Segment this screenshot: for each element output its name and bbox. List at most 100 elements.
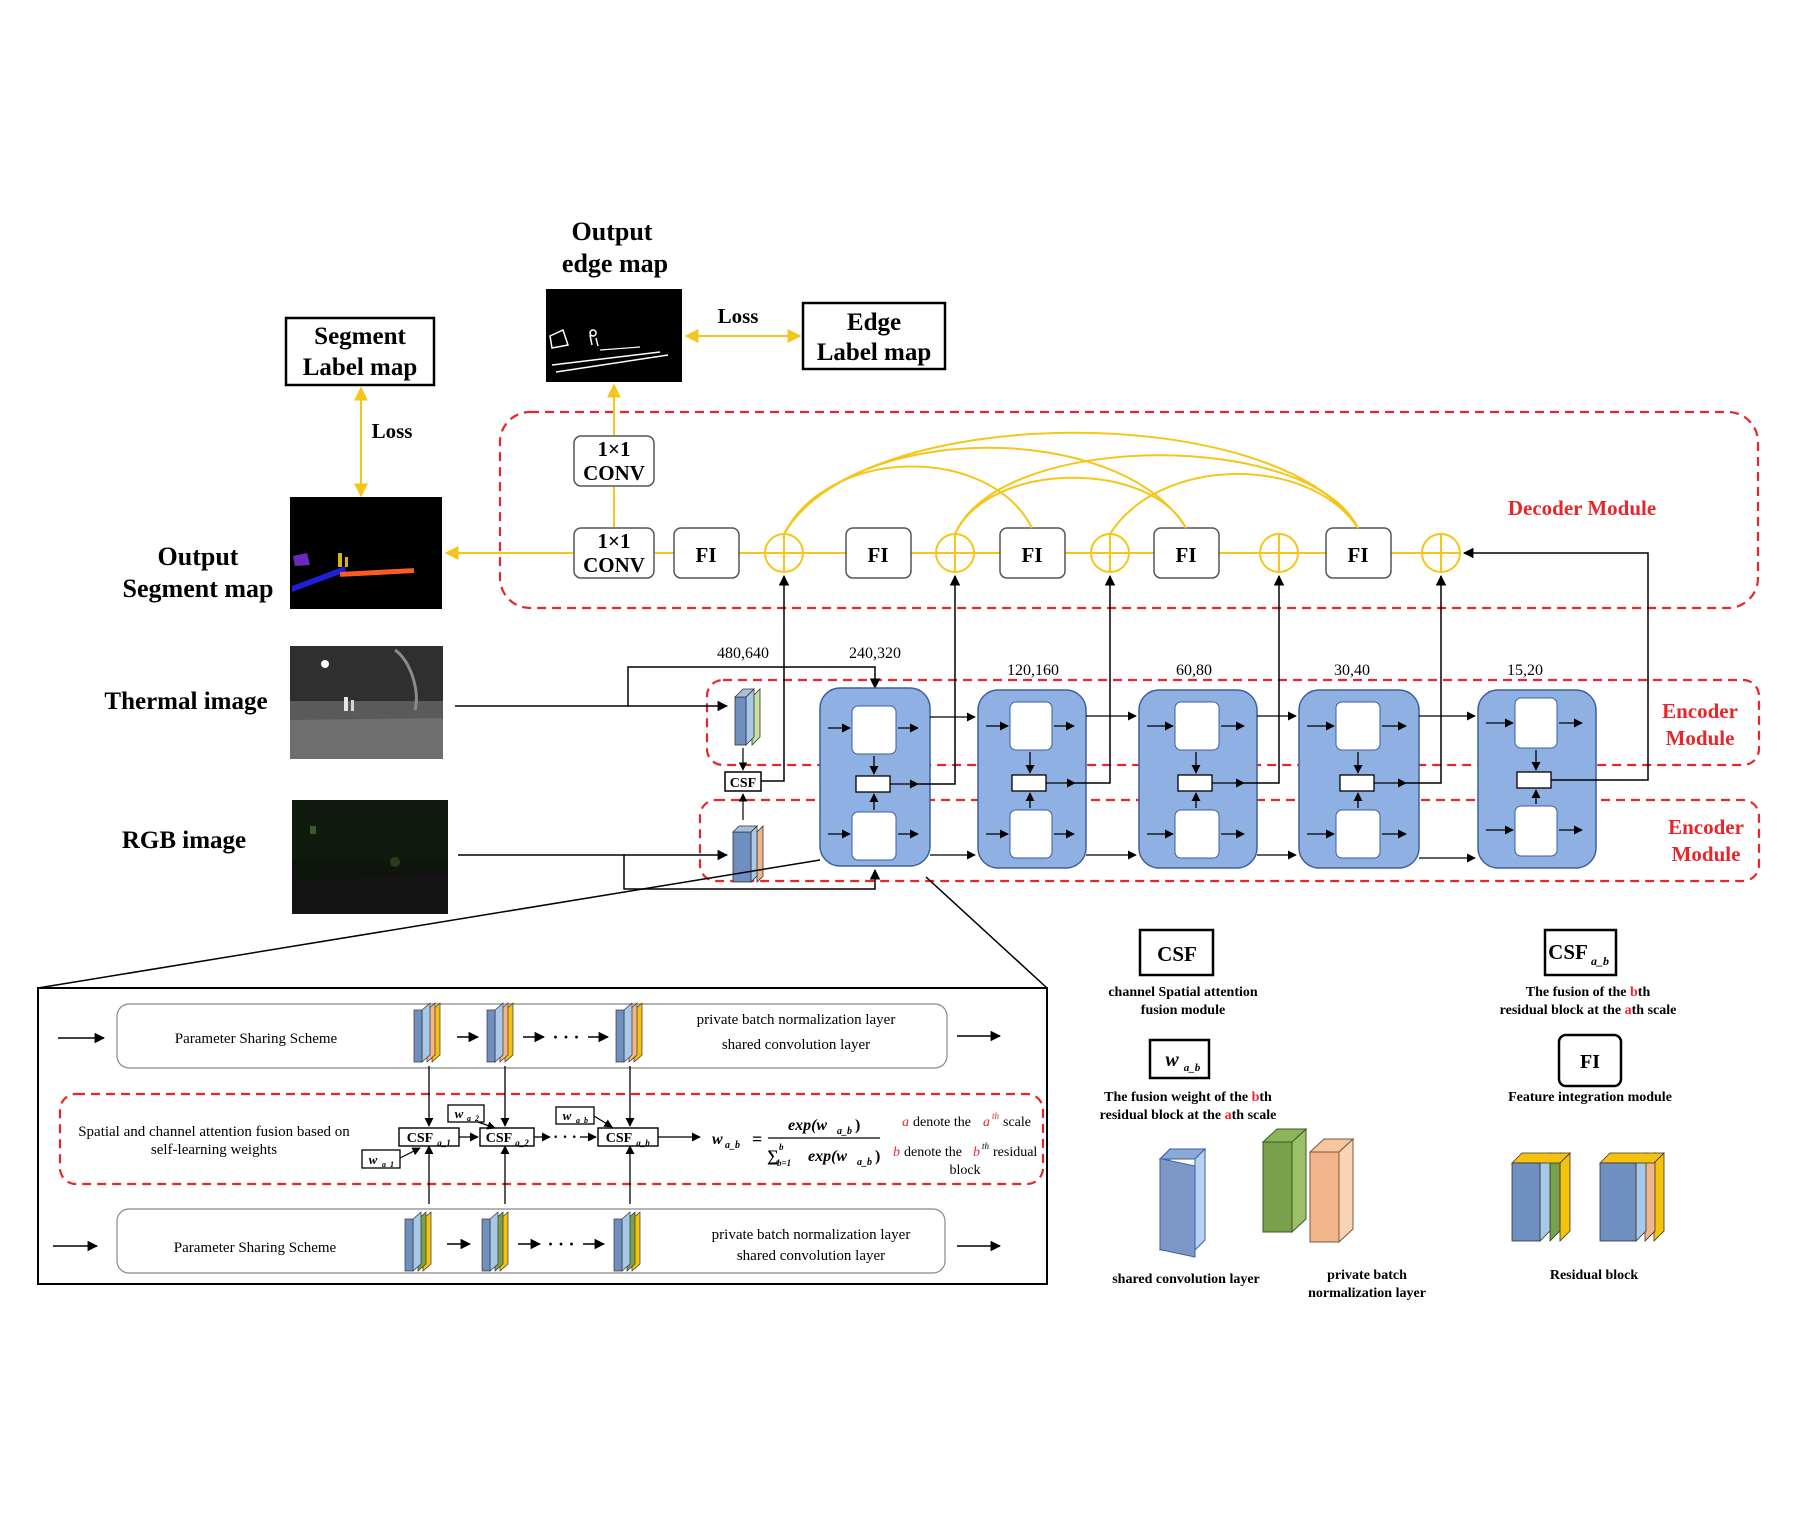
note-a: a denote the a th scale xyxy=(902,1111,1031,1130)
svg-text:a_b: a_b xyxy=(636,1138,650,1148)
rgb-encoder-title-2: Module xyxy=(1672,842,1741,866)
svg-text:w: w xyxy=(369,1152,378,1167)
note-a-text: denote the xyxy=(913,1115,971,1130)
w-box-a2: w a_2 xyxy=(447,1104,485,1123)
output-edge-title-2: edge map xyxy=(562,249,668,278)
csf-box-a1: CSF a_1 xyxy=(398,1127,460,1148)
scale-label-4: 60,80 xyxy=(1176,662,1212,679)
decoder-module-title: Decoder Module xyxy=(1508,496,1656,520)
note-a-var-2: a xyxy=(983,1115,990,1130)
rgb-skip-line xyxy=(458,854,881,890)
svg-text:CSF: CSF xyxy=(606,1131,632,1146)
thermal-stem-stack xyxy=(734,688,761,746)
edge-loss-label: Loss xyxy=(718,304,759,328)
legend-wab-desc-2: residual block at the ath scale xyxy=(1100,1108,1277,1123)
fusion-vertical-arrows xyxy=(424,1066,635,1204)
svg-text:FI: FI xyxy=(1580,1051,1600,1073)
legend-fi-desc: Feature integration module xyxy=(1508,1090,1672,1105)
note-b-var-2: b xyxy=(973,1145,980,1160)
pss-top-label: Parameter Sharing Scheme xyxy=(175,1031,338,1047)
thermal-encoder-title-2: Module xyxy=(1666,726,1735,750)
scale-label-5: 30,40 xyxy=(1334,662,1370,679)
rgb-encoder-title-1: Encoder xyxy=(1668,815,1744,839)
edge-label-line-2: Label map xyxy=(817,339,932,366)
conv-lower-line-2: CONV xyxy=(583,553,645,577)
conv-upper-line-2: CONV xyxy=(583,461,645,485)
output-segment-title-2: Segment map xyxy=(123,574,274,603)
scale-label-3: 120,160 xyxy=(1007,662,1059,679)
formula-denominator: exp(w xyxy=(808,1148,847,1165)
svg-text:FI: FI xyxy=(1022,543,1043,567)
svg-text:w: w xyxy=(1165,1049,1179,1071)
note-b-sup: th xyxy=(982,1141,990,1151)
csf-box-ab: CSF a_b xyxy=(597,1127,659,1148)
note-b: b denote the b th residual block xyxy=(893,1141,1037,1178)
svg-text:a_2: a_2 xyxy=(467,1114,479,1123)
legend-shared-conv: shared convolution layer xyxy=(1112,1147,1260,1287)
fusion-dashed-box xyxy=(58,1092,1045,1186)
w-box-ab: w a_b xyxy=(555,1106,595,1125)
svg-text:a_1: a_1 xyxy=(382,1160,394,1169)
zoom-line-left xyxy=(37,859,821,989)
conv-upper-box: 1×1 CONV xyxy=(573,435,655,487)
note-b-text: denote the xyxy=(904,1145,962,1160)
segment-label-line-1: Segment xyxy=(314,323,406,350)
thermal-image-label: Thermal image xyxy=(104,688,267,715)
sum-node-1 xyxy=(764,533,804,573)
fi-block-4: FI xyxy=(1153,527,1220,579)
w-ab-arrow xyxy=(593,1115,613,1128)
rgb-image xyxy=(292,800,448,914)
rgb-image-label: RGB image xyxy=(122,827,246,854)
fi-block-3: FI xyxy=(999,527,1066,579)
csf-to-decoder-arrow xyxy=(761,574,790,782)
encoder-block-4 xyxy=(1298,689,1420,869)
note-b-var: b xyxy=(893,1145,900,1160)
legend-private-bn: private batch normalization layer xyxy=(1261,1127,1426,1301)
decoder-module-border xyxy=(498,410,1760,610)
pss-bottom-stack-3 xyxy=(613,1211,641,1272)
legend-fi: FI Feature integration module xyxy=(1508,1033,1672,1105)
sum-node-3 xyxy=(1090,533,1130,573)
segment-label-box: Segment Label map xyxy=(284,316,436,387)
rgb-stem-stack xyxy=(732,825,764,883)
encoder-flow-arrows xyxy=(828,711,1583,863)
fusion-desc-line-2: self-learning weights xyxy=(151,1142,277,1158)
svg-text:a_b: a_b xyxy=(1591,954,1609,968)
encoder-block-1 xyxy=(819,687,931,867)
encoder-to-decoder-arrows xyxy=(918,547,1649,785)
w-box-a1: w a_1 xyxy=(361,1149,401,1169)
legend-w-ab: w a_b The fusion weight of the bth resid… xyxy=(1100,1038,1277,1123)
pss-top-private-bn: private batch normalization layer xyxy=(697,1012,896,1028)
segment-label-line-2: Label map xyxy=(303,354,418,381)
legend-csfab-desc-1: The fusion of the bth xyxy=(1526,985,1651,1000)
pss-bottom-shared-conv: shared convolution layer xyxy=(737,1248,885,1264)
thermal-encoder-title-1: Encoder xyxy=(1662,699,1738,723)
formula-eq: = xyxy=(752,1129,762,1149)
note-a-end: scale xyxy=(1003,1115,1031,1130)
formula-num-sub: a_b xyxy=(837,1126,852,1137)
encoder-block-3 xyxy=(1138,689,1258,869)
pss-top-dots: · · · xyxy=(552,1027,579,1047)
svg-text:w: w xyxy=(455,1106,464,1121)
pss-bottom-label: Parameter Sharing Scheme xyxy=(174,1240,337,1256)
segment-loss-label: Loss xyxy=(372,419,413,443)
thermal-encoder-border xyxy=(705,678,1761,767)
thermal-skip-line xyxy=(455,666,881,707)
pss-top-stack-3 xyxy=(615,1002,643,1063)
legend-wab-desc-1: The fusion weight of the bth xyxy=(1104,1090,1272,1105)
w-a2-arrow xyxy=(477,1121,496,1130)
output-segment-title-1: Output xyxy=(158,542,239,571)
formula-numerator: exp(w xyxy=(788,1117,827,1134)
edge-label-line-1: Edge xyxy=(847,309,901,336)
legend-residual-label: Residual block xyxy=(1550,1268,1639,1283)
legend-private-bn-label-1: private batch xyxy=(1327,1268,1407,1283)
formula-den-end: ) xyxy=(875,1148,880,1165)
sum-node-5 xyxy=(1421,533,1461,573)
note-a-var: a xyxy=(902,1115,909,1130)
conv-lower-line-1: 1×1 xyxy=(598,529,631,553)
formula-sum-top: b xyxy=(779,1142,784,1152)
svg-text:FI: FI xyxy=(868,543,889,567)
formula-num-end: ) xyxy=(855,1117,860,1134)
decoder-skip-arcs xyxy=(783,431,1359,535)
